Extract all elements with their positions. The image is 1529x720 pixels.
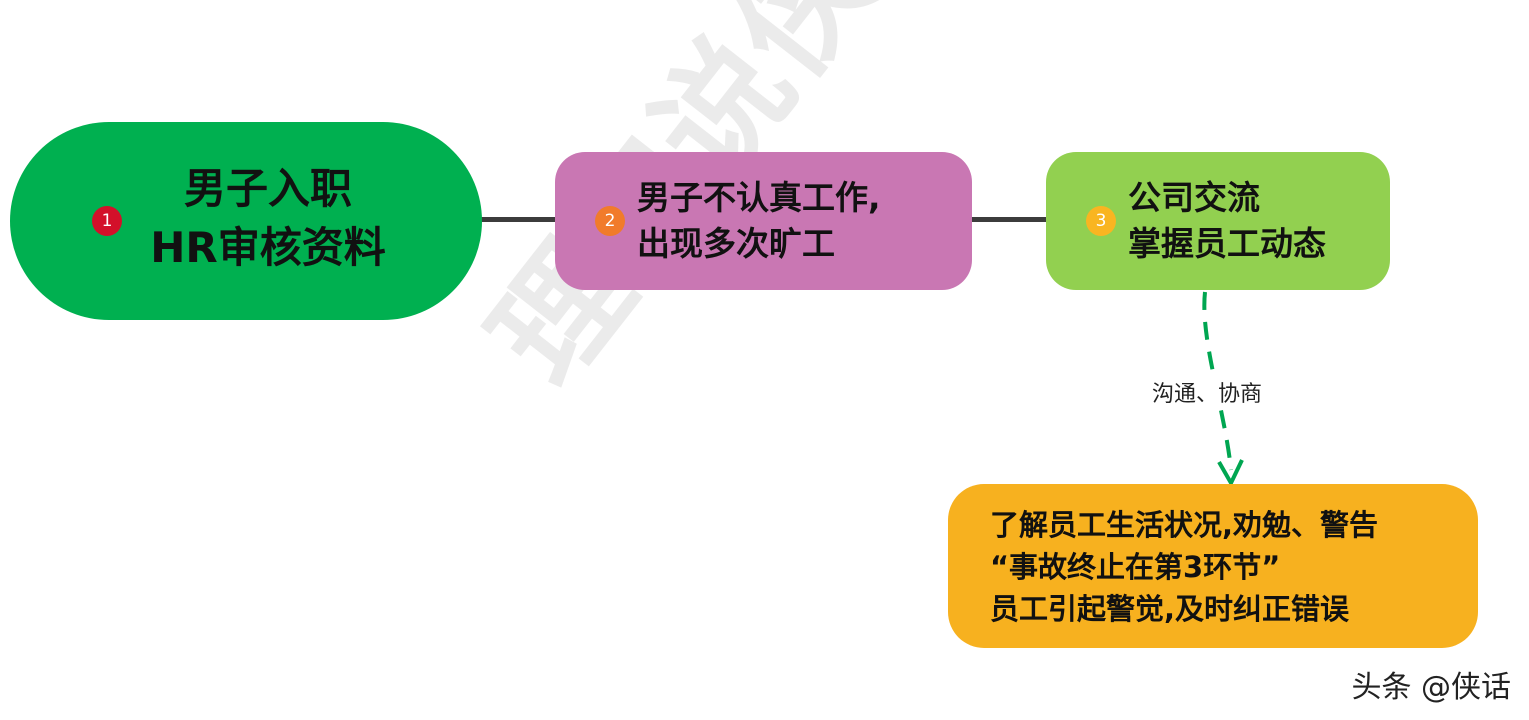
node-1-text: 男子入职 HR审核资料 (138, 160, 398, 278)
connector-2-3 (968, 217, 1050, 222)
badge-1: 1 (92, 206, 122, 236)
connector-1-2 (478, 217, 560, 222)
node-4[interactable]: 了解员工生活状况,劝勉、警告 “事故终止在第3环节” 员工引起警觉,及时纠正错误 (948, 484, 1478, 648)
arrow-head-icon (1217, 459, 1244, 485)
node-4-text: 了解员工生活状况,劝勉、警告 “事故终止在第3环节” 员工引起警觉,及时纠正错误 (990, 504, 1378, 630)
node-4-line-2: “事故终止在第3环节” (990, 550, 1281, 585)
footer-mark: 头条 @侠话 (1351, 670, 1511, 705)
dashed-arrow-path (1202, 291, 1233, 471)
node-3-text: 公司交流 掌握员工动态 (1128, 175, 1326, 266)
node-1[interactable]: 1 男子入职 HR审核资料 (10, 122, 482, 320)
node-3-line-1: 公司交流 (1128, 178, 1260, 217)
node-2-text: 男子不认真工作, 出现多次旷工 (637, 175, 881, 266)
node-4-line-3: 员工引起警觉,及时纠正错误 (990, 592, 1350, 627)
node-4-line-1: 了解员工生活状况,劝勉、警告 (990, 508, 1379, 542)
badge-2: 2 (595, 206, 625, 236)
node-2-line-2: 出现多次旷工 (637, 223, 835, 263)
node-2-line-1: 男子不认真工作, (637, 178, 881, 217)
node-2[interactable]: 2 男子不认真工作, 出现多次旷工 (555, 152, 972, 290)
node-1-line-2: HR审核资料 (150, 222, 386, 272)
node-3[interactable]: 3 公司交流 掌握员工动态 (1046, 152, 1390, 290)
node-1-line-1: 男子入职 (183, 164, 352, 213)
badge-3: 3 (1086, 206, 1116, 236)
edge-label: 沟通、协商 (1148, 374, 1267, 410)
node-3-line-2: 掌握员工动态 (1128, 223, 1326, 263)
